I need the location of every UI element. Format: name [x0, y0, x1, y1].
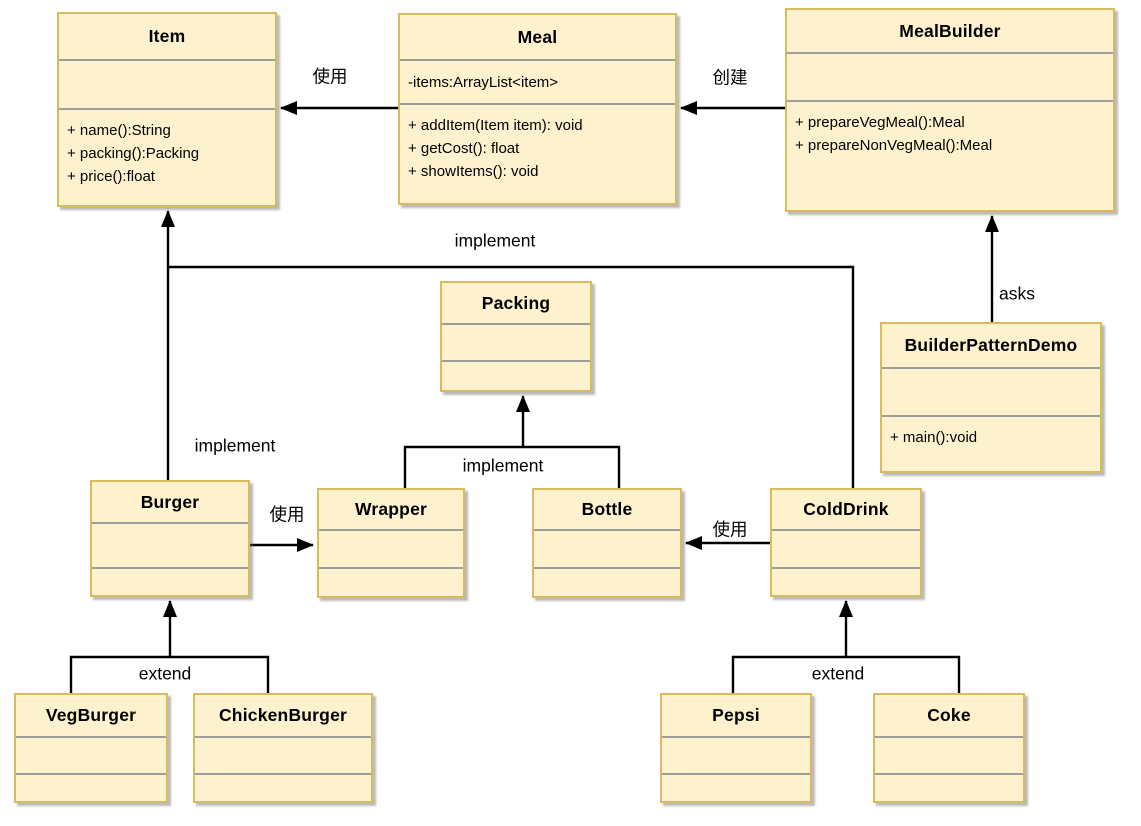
edge-label-use-burger-wrapper: 使用: [269, 504, 305, 525]
class-title: Item: [148, 26, 186, 46]
class-methods-section: [16, 775, 166, 788]
class-title: BuilderPatternDemo: [904, 335, 1078, 355]
class-attributes-section: [882, 367, 1100, 417]
class-attributes-section: [772, 529, 920, 569]
class-box-cold-drink: ColdDrink: [770, 488, 922, 597]
method-text: + name():String: [67, 122, 171, 139]
method-text: + price():float: [67, 168, 155, 185]
class-attributes-section: [875, 736, 1023, 775]
class-methods-section: + addItem(Item item): void + getCost(): f…: [400, 105, 675, 187]
class-methods-section: + main():void: [882, 417, 1100, 453]
class-box-builder-pattern-demo: BuilderPatternDemo + main():void: [880, 322, 1102, 473]
edge-colddrink-implements-item: [167, 265, 855, 488]
class-box-packing: Packing: [440, 281, 592, 392]
class-attributes-section: [59, 59, 275, 110]
class-methods-section: [534, 569, 680, 582]
class-attributes-section: [319, 529, 463, 569]
class-title: Packing: [481, 292, 551, 313]
class-attributes-section: [787, 52, 1113, 102]
class-methods-section: [662, 775, 810, 788]
edge-label-asks: asks: [999, 283, 1035, 304]
class-title: ColdDrink: [803, 499, 889, 519]
edge-label-implement-burger-item: implement: [194, 435, 276, 456]
class-box-item: Item+ name():String+ packing():Packing+ …: [57, 12, 277, 207]
class-box-chicken-burger: ChickenBurger: [193, 693, 373, 803]
class-box-wrapper: Wrapper: [317, 488, 465, 598]
method-text: + prepareVegMeal():Meal: [795, 114, 965, 131]
class-attributes-section: [16, 736, 166, 775]
edge-label-implement-wrapper-bottle: implement: [462, 455, 544, 476]
class-box-burger: Burger: [90, 480, 250, 597]
class-methods-section: [319, 569, 463, 582]
class-box-meal: Meal -items:ArrayList<item> + addItem(Item…: [398, 13, 677, 205]
class-methods-section: [195, 775, 371, 788]
edge-label-implement-colddrink-item: implement: [454, 230, 536, 251]
edge-label-use-meal-item: 使用: [312, 66, 348, 87]
edge-label-use-colddrink-bottle: 使用: [712, 519, 748, 540]
class-methods-section: [772, 569, 920, 582]
class-methods-section: [875, 775, 1023, 788]
class-title: Pepsi: [712, 705, 760, 725]
class-title: Wrapper: [354, 499, 428, 519]
method-text: + packing():Packing: [67, 145, 200, 162]
class-title: Burger: [140, 491, 200, 512]
class-title: Coke: [927, 705, 971, 725]
class-attributes-section: [534, 529, 680, 569]
class-title: Meal: [517, 26, 558, 47]
method-text: + prepareNonVegMeal():Meal: [795, 137, 993, 154]
class-methods-section: + prepareVegMeal():Meal + prepareNonVegMe…: [787, 102, 1113, 161]
edge-wrapper-bottle-implement-bracket: [403, 445, 621, 488]
class-attributes-section: [195, 736, 371, 775]
class-attributes-section: [442, 323, 590, 362]
class-attributes-section: [662, 736, 810, 775]
edge-label-extend-drinks: extend: [811, 663, 865, 684]
edge-label-create-mealbuilder-meal: 创建: [712, 67, 748, 88]
class-attributes-section: -items:ArrayList<item>: [400, 59, 675, 105]
class-box-bottle: Bottle: [532, 488, 682, 598]
method-text: + getCost(): float: [408, 140, 520, 157]
class-box-veg-burger: VegBurger: [14, 693, 168, 803]
class-box-pepsi: Pepsi: [660, 693, 812, 803]
class-title: Bottle: [581, 499, 633, 519]
class-methods-section: + name():String + packing():Packing + pric…: [59, 110, 275, 192]
edge-label-extend-burgers: extend: [138, 663, 192, 684]
class-title: MealBuilder: [899, 20, 1001, 41]
class-methods-section: [442, 362, 590, 375]
class-title: VegBurger: [45, 705, 137, 725]
method-text: + main():void: [890, 429, 978, 446]
method-text: + showItems(): void: [408, 163, 539, 180]
class-attributes-section: [92, 522, 248, 569]
class-methods-section: [92, 569, 248, 582]
class-title: ChickenBurger: [218, 705, 348, 725]
class-box-meal-builder: MealBuilder+ prepareVegMeal():Meal+ prep…: [785, 8, 1115, 212]
method-text: + addItem(Item item): void: [408, 117, 583, 134]
class-box-coke: Coke: [873, 693, 1025, 803]
attribute-text: -items:ArrayList<item>: [408, 73, 559, 91]
